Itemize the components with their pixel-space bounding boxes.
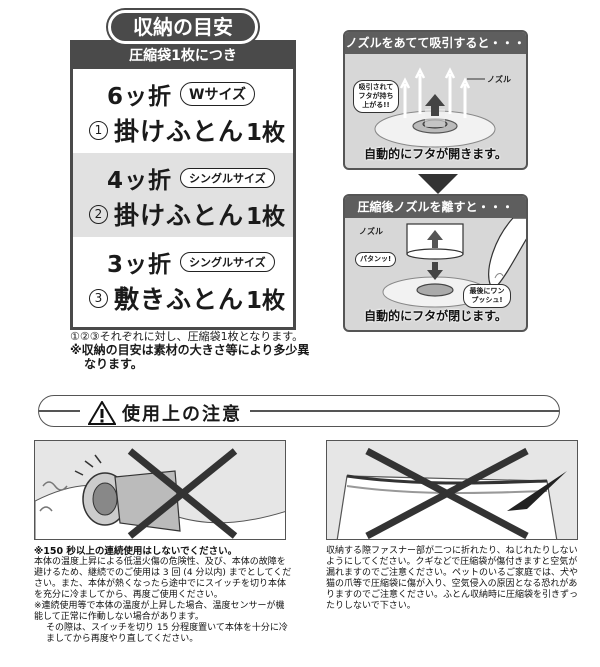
item-qty: 1枚 bbox=[246, 288, 286, 314]
guide-notes: ①②③それぞれに対し、圧縮袋1枚となります。 ※収納の目安は素材の大きさ等により… bbox=[70, 330, 310, 371]
panel-heading: 圧縮後ノズルを離すと・・・ bbox=[345, 196, 526, 218]
caution-left-note2: その際は、スイッチを切り 15 分程度置いて本体を十分に冷ましてから再度やり直し… bbox=[46, 623, 288, 644]
guide-box: 圧縮袋1枚につき 6ッ折 Wサイズ 1 掛けふとん 1枚 4ッ折 シングルサイズ… bbox=[70, 40, 296, 330]
guide-row-3: 3ッ折 シングルサイズ 3 敷きふとん 1枚 bbox=[73, 237, 293, 321]
caution-left-body: 本体の温度上昇による低温火傷の危険性、及び、本体の故障を避けるため、継続でのご使… bbox=[34, 557, 292, 600]
fold-count: 3ッ折 bbox=[107, 252, 173, 278]
overheat-illustration bbox=[34, 440, 286, 540]
item-name: 掛けふとん bbox=[114, 117, 245, 146]
panel-caption: 自動的にフタが開きます。 bbox=[364, 147, 507, 161]
item-number: 2 bbox=[89, 204, 108, 224]
caution-right-text: 収納する際ファスナー部が二つに折れたり、ねじれたりしないようにしてください。クギ… bbox=[326, 546, 578, 612]
item-name: 掛けふとん bbox=[114, 201, 245, 230]
nozzle-label: ノズル bbox=[359, 227, 383, 236]
nozzle-close-illustration bbox=[382, 217, 526, 308]
guide-row-1: 6ッ折 Wサイズ 1 掛けふとん 1枚 bbox=[73, 69, 293, 153]
caution-left-lead: ※150 秒以上の連続使用はしないでください。 bbox=[34, 546, 238, 557]
size-badge: シングルサイズ bbox=[180, 252, 275, 272]
size-badge: シングルサイズ bbox=[180, 168, 275, 188]
snap-bubble: パタンッ! bbox=[355, 252, 397, 267]
arrow-down-icon bbox=[418, 174, 458, 194]
zipper-twist-illustration bbox=[326, 440, 578, 540]
guide-note-1: ①②③それぞれに対し、圧縮袋1枚となります。 bbox=[70, 330, 304, 343]
nozzle-panel-open: ノズルをあてて吸引すると・・・ ノズル 吸引されてフタが持ち上がる!! 自動的に… bbox=[343, 30, 528, 170]
fold-count: 6ッ折 bbox=[107, 84, 173, 110]
guide-row-2: 4ッ折 シングルサイズ 2 掛けふとん 1枚 bbox=[73, 153, 293, 237]
item-name: 敷きふとん bbox=[114, 285, 245, 314]
nozzle-panel-close: 圧縮後ノズルを離すと・・・ ノズル パタンッ! 最後にワンプッシュ! 自動的にフ… bbox=[343, 194, 528, 332]
caution-heading: 使用上の注意 bbox=[80, 400, 250, 426]
fold-count: 4ッ折 bbox=[107, 168, 173, 194]
guide-subtitle: 圧縮袋1枚につき bbox=[73, 43, 293, 69]
caution-title: 使用上の注意 bbox=[122, 404, 242, 425]
caution-right-body: 収納する際ファスナー部が二つに折れたり、ねじれたりしないようにしてください。クギ… bbox=[326, 546, 579, 611]
item-number: 3 bbox=[89, 288, 108, 308]
panel-heading: ノズルをあてて吸引すると・・・ bbox=[345, 32, 526, 54]
item-qty: 1枚 bbox=[246, 120, 286, 146]
size-badge: Wサイズ bbox=[180, 82, 256, 106]
warning-icon bbox=[88, 401, 116, 425]
item-qty: 1枚 bbox=[246, 204, 286, 230]
guide-title: 収納の目安 bbox=[108, 10, 258, 44]
nozzle-label: ノズル bbox=[487, 75, 511, 84]
panel-caption: 自動的にフタが閉じます。 bbox=[364, 309, 507, 323]
caution-left-text: ※150 秒以上の連続使用はしないでください。 本体の温度上昇による低温火傷の危… bbox=[34, 546, 292, 645]
lift-bubble: 吸引されてフタが持ち上がる!! bbox=[353, 80, 399, 113]
guide-note-2: ※収納の目安は素材の大きさ等により多少異なります。 bbox=[70, 343, 310, 371]
push-bubble: 最後にワンプッシュ! bbox=[463, 284, 511, 308]
caution-left-note: ※連続使用等で本体の温度が上昇した場合、温度センサーが機能して正常に作動しない場… bbox=[34, 601, 285, 622]
item-number: 1 bbox=[89, 120, 108, 140]
nozzle-open-illustration bbox=[374, 67, 496, 148]
